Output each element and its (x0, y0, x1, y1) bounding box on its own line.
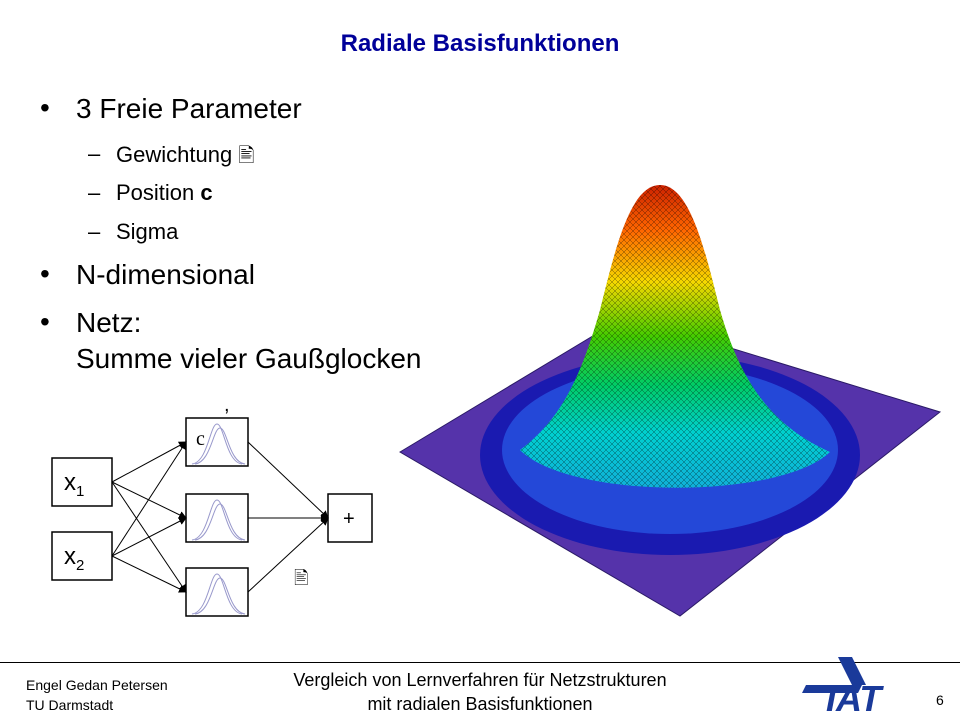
footer-title-line2: mit radialen Basisfunktionen (367, 694, 593, 714)
connection-line (111, 481, 187, 519)
weight-label: 🖹 (294, 568, 308, 589)
iat-logo-text: IAT (826, 678, 884, 715)
center-c-label: c (196, 428, 205, 450)
sub-bullet-text: Gewichtung (116, 142, 233, 167)
footer-divider (0, 662, 960, 663)
bullet-text: 3 Freie Parameter (76, 93, 302, 124)
bullet-text: N-dimensional (76, 259, 255, 290)
gauss-curve (191, 499, 243, 541)
sub-bullet-text: Position (116, 180, 195, 205)
sum-node (327, 493, 373, 543)
gaussian-bell-mesh (520, 185, 830, 488)
bullet-text-line2: Summe vieler Gaußglocken (76, 343, 422, 374)
bullet-dot: • (40, 306, 50, 337)
rbf-node-1 (185, 417, 249, 467)
connection-line (247, 517, 329, 593)
iat-logo: IAT (802, 657, 884, 715)
gauss-curve (194, 577, 246, 615)
footer-institution: TU Darmstadt (26, 697, 114, 713)
sub-bullet-dash: – (88, 180, 101, 205)
connection-line (111, 441, 187, 483)
gauss-curve (191, 573, 243, 615)
slide-title: Radiale Basisfunktionen (340, 30, 620, 57)
footer-authors-block: Engel Gedan Petersen TU Darmstadt (26, 675, 168, 715)
sub-bullet-dash: – (88, 141, 101, 166)
sub-bullet-dash: – (88, 219, 101, 244)
gauss-curve (194, 503, 246, 541)
bullet-text: Netz: (76, 307, 142, 338)
sub-bullet-bold: c (200, 180, 213, 205)
connection-line (111, 517, 187, 557)
gauss-curve (194, 427, 246, 465)
input-node-x1 (51, 457, 113, 507)
footer-authors: Engel Gedan Petersen (26, 677, 168, 693)
footer-title-block: Vergleich von Lernverfahren für Netzstru… (220, 668, 740, 716)
rbf-node-2 (185, 493, 249, 543)
input-x2-label: x2 (64, 543, 84, 574)
footer-title-line1: Vergleich von Lernverfahren für Netzstru… (293, 670, 667, 690)
connection-line (247, 441, 329, 519)
sigma-comma-label: , (224, 394, 230, 416)
page-number: 6 (936, 692, 944, 708)
bullet-dot: • (40, 92, 50, 123)
connection-line (111, 555, 187, 593)
rbf-node-3 (185, 567, 249, 617)
bullet-dot: • (40, 258, 50, 289)
sub-bullet-text: Sigma (116, 219, 179, 244)
weight-symbol: 🖹 (238, 143, 255, 167)
sum-label: + (343, 508, 355, 530)
connection-line (111, 441, 187, 557)
input-x1-label: x1 (64, 469, 84, 500)
gauss-curve (191, 423, 243, 465)
